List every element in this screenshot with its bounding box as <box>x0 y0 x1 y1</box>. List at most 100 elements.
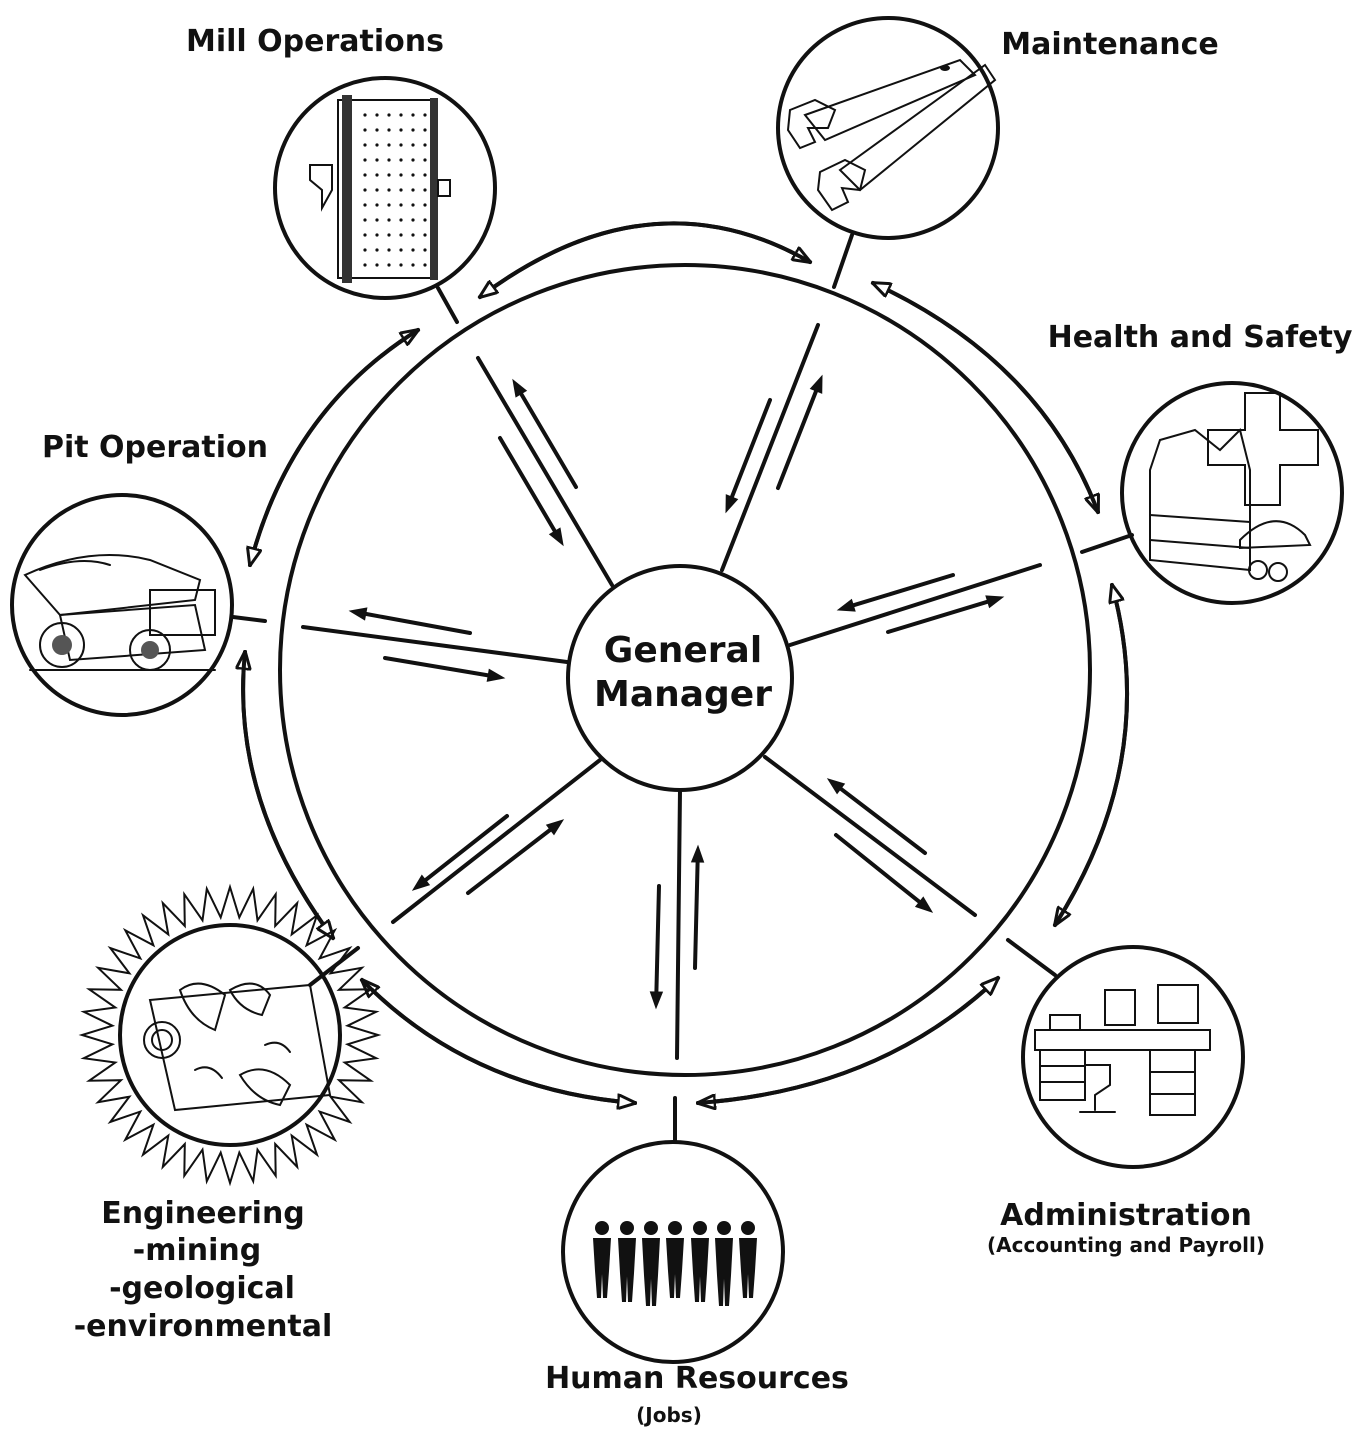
connector-pit <box>231 615 267 623</box>
arc-admin-health <box>1053 585 1130 927</box>
people-silhouettes-icon <box>593 1221 757 1306</box>
mill-dot <box>423 128 427 132</box>
mill-dot <box>375 173 379 177</box>
inner-arrows <box>348 374 1005 1010</box>
spoke-mill <box>476 356 614 587</box>
mill-dot <box>399 233 403 237</box>
general-manager-label-line2: Manager <box>594 674 772 715</box>
arrow-to-pit-shaft <box>363 611 472 635</box>
arrow-to-admin-shaft <box>838 786 927 855</box>
label-human-resources: Human Resources <box>545 1361 849 1396</box>
arrow-from-mill-head <box>512 378 528 398</box>
mill-dot <box>363 203 367 207</box>
wrench-icon <box>786 58 997 212</box>
arrow-from-hr-head <box>690 844 705 863</box>
label-mill-operations: Mill Operations <box>186 24 444 59</box>
mill-dot <box>363 128 367 132</box>
mill-dot <box>423 218 427 222</box>
mill-dot <box>387 203 391 207</box>
connectors <box>231 233 1134 1142</box>
sunburst-border <box>78 883 382 1187</box>
haul-truck-icon <box>23 554 216 671</box>
label-health-and-safety: Health and Safety <box>1048 320 1353 355</box>
arc-maintenance-mill <box>480 221 812 297</box>
mill-dot <box>399 188 403 192</box>
mill-dot <box>375 203 379 207</box>
mill-dot <box>399 128 403 132</box>
person-head <box>717 1221 731 1235</box>
connector-maintenance <box>832 233 854 289</box>
arrow-to-hr-head <box>649 991 664 1010</box>
person-head <box>595 1221 609 1235</box>
mill-dot <box>411 203 415 207</box>
mill-dot <box>399 173 403 177</box>
mill-dot <box>399 158 403 162</box>
mill-dot <box>363 248 367 252</box>
arc-hr-eng <box>362 980 637 1105</box>
arrow-to-pit-head <box>348 607 368 621</box>
mill-dot <box>411 113 415 117</box>
arrow-to-eng-shaft <box>423 814 509 883</box>
person-head <box>693 1221 707 1235</box>
spoke-hr <box>675 788 682 1060</box>
person-head <box>620 1221 634 1235</box>
spokes <box>301 323 1042 1060</box>
arrow-to-maintenance-shaft <box>729 398 772 500</box>
mill-dot <box>399 143 403 147</box>
mill-dot <box>411 143 415 147</box>
mill-dot <box>375 113 379 117</box>
arrow-to-admin-head <box>826 778 846 795</box>
mill-dot <box>387 158 391 162</box>
map-hands-icon <box>143 982 332 1112</box>
arc-health-maintenance <box>873 281 1100 514</box>
mill-dot <box>363 158 367 162</box>
mill-dot <box>399 263 403 267</box>
mill-dot <box>399 113 403 117</box>
mill-dot <box>387 218 391 222</box>
mill-dot <box>363 173 367 177</box>
arrow-from-admin-head <box>914 896 934 913</box>
arrow-to-mill-head <box>548 527 564 547</box>
mill-dot <box>411 218 415 222</box>
mill-dot <box>411 158 415 162</box>
mill-dot <box>375 233 379 237</box>
mill-dot <box>387 263 391 267</box>
person-head <box>741 1221 755 1235</box>
mill-dot <box>411 188 415 192</box>
person-body <box>593 1238 611 1298</box>
arc-mill-pit <box>250 328 420 565</box>
label-maintenance: Maintenance <box>1001 27 1219 62</box>
mill-dot <box>423 113 427 117</box>
mill-dot <box>387 248 391 252</box>
mill-dot <box>411 128 415 132</box>
mill-dot <box>423 188 427 192</box>
arc-pit-eng <box>241 650 333 938</box>
department-pit-operation: Pit Operation <box>10 430 268 717</box>
department-engineering: Engineering -mining -geological -environ… <box>74 883 382 1344</box>
person-head <box>668 1221 682 1235</box>
mill-dot <box>399 203 403 207</box>
connector-health <box>1080 533 1134 554</box>
arc-eng-hr <box>360 978 635 1103</box>
label-engineering-geological: -geological <box>109 1271 295 1306</box>
mill-dot <box>375 158 379 162</box>
arc-hr-admin <box>696 978 998 1105</box>
arrow-to-mill-shaft <box>498 436 557 534</box>
mill-dot <box>411 263 415 267</box>
spoke-pit <box>301 625 569 664</box>
mill-dot <box>363 113 367 117</box>
ball-mill-icon <box>309 95 451 283</box>
mill-dot <box>387 143 391 147</box>
person-body <box>642 1238 660 1306</box>
arrow-from-maintenance-shaft <box>776 388 819 490</box>
arrow-from-mill-shaft <box>519 391 578 489</box>
mill-dot <box>363 263 367 267</box>
general-manager-circle <box>566 564 794 792</box>
general-manager-label-line1: General <box>604 630 762 671</box>
label-engineering-mining: -mining <box>133 1233 261 1268</box>
label-administration-sub: (Accounting and Payroll) <box>987 1233 1265 1257</box>
mill-dot <box>423 173 427 177</box>
arrow-to-health-head <box>836 598 856 612</box>
arrow-from-admin-shaft <box>834 833 922 904</box>
